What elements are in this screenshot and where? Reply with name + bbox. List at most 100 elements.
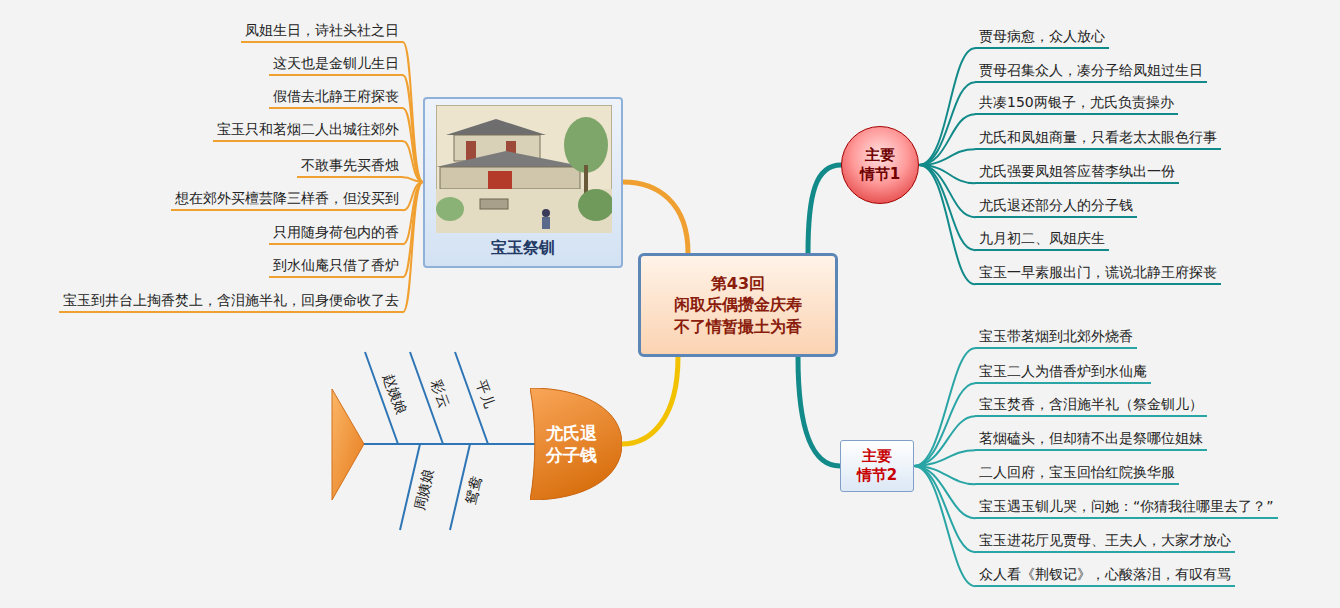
topic-text: 贾母病愈，众人放心 — [979, 27, 1105, 45]
branch-connector — [914, 450, 975, 466]
picture-panel: 宝玉祭钏 — [423, 97, 623, 268]
topic-text: 共凑150两银子，尤氏负责操办 — [979, 93, 1174, 111]
roof — [436, 151, 586, 167]
bone-label: 周姨娘 — [411, 468, 437, 513]
branch-connector — [914, 416, 975, 466]
branch-connector — [919, 82, 975, 165]
topic-text: 九月初二、凤姐庆生 — [979, 229, 1105, 247]
branch-topic: 尤氏强要凤姐答应替李纨出一份 — [975, 162, 1179, 184]
tree — [578, 189, 612, 221]
fish-head-shape — [530, 388, 622, 500]
fish-head: 尤氏退 分子钱 — [530, 388, 622, 500]
topic-text: 众人看《荆钗记》，心酸落泪，有叹有骂 — [979, 565, 1231, 583]
topic-text: 宝玉到井台上掏香焚上，含泪施半礼，回身便命收了去 — [63, 291, 399, 309]
branch-connector — [919, 48, 975, 165]
branch-connector — [403, 177, 423, 182]
branch-topic: 尤氏退还部分人的分子钱 — [975, 196, 1137, 218]
branch-topic: 宝玉到井台上掏香焚上，含泪施半礼，回身便命收了去 — [59, 291, 403, 313]
fish-tail — [332, 389, 364, 500]
branch-connector — [403, 42, 423, 182]
branch-connector — [403, 182, 423, 312]
branch-connector — [914, 383, 975, 466]
branch-connector — [919, 165, 975, 217]
topic-text: 宝玉遇玉钏儿哭，问她：“你猜我往哪里去了？” — [979, 497, 1274, 515]
branch-connector — [403, 108, 423, 182]
branch-box: 主要 情节2 — [840, 440, 914, 492]
branch-connector — [403, 141, 423, 182]
branch-topic: 宝玉焚香，含泪施半礼（祭金钏儿） — [975, 395, 1207, 417]
branch-connector — [914, 466, 975, 552]
branch-topic: 众人看《荆钗记》，心酸落泪，有叹有骂 — [975, 565, 1235, 587]
branch-connector — [623, 182, 688, 253]
topic-text: 不敢事先买香烛 — [301, 156, 399, 174]
topic-text: 假借去北静王府探丧 — [273, 87, 399, 105]
fish-spine — [362, 443, 536, 445]
branch-topic: 共凑150两银子，尤氏负责操办 — [975, 93, 1178, 115]
branch-connector — [919, 149, 975, 165]
branch-topic: 九月初二、凤姐庆生 — [975, 229, 1109, 251]
topic-text: 宝玉祭钏 — [491, 238, 555, 259]
branch-topic: 宝玉二人为借香炉到水仙庵 — [975, 362, 1151, 384]
branch-connector — [808, 165, 841, 253]
branch-topic: 宝玉进花厅见贾母、王夫人，大家才放心 — [975, 531, 1235, 553]
topic-text: 凤姐生日，诗社头社之日 — [245, 21, 399, 39]
bone-label: 赵姨娘 — [379, 371, 409, 416]
bone-label: 鸳鸯 — [463, 474, 486, 505]
topic-text: 尤氏退 分子钱 — [543, 422, 601, 466]
topic-text: 宝玉二人为借香炉到水仙庵 — [979, 362, 1147, 380]
branch-topic: 贾母召集众人，凑分子给凤姐过生日 — [975, 61, 1207, 83]
branch-topic: 贾母病愈，众人放心 — [975, 27, 1109, 49]
bone-label: 彩云 — [427, 378, 452, 410]
topic-text: 尤氏和凤姐商量，只看老太太眼色行事 — [979, 128, 1217, 146]
topic-text: 主要 情节1 — [858, 146, 903, 184]
branch-topic: 宝玉一早素服出门，谎说北静王府探丧 — [975, 263, 1221, 285]
topic-text: 贾母召集众人，凑分子给凤姐过生日 — [979, 61, 1203, 79]
topic-number: 第43回 — [671, 273, 805, 295]
topic-text: 宝玉带茗烟到北郊外烧香 — [979, 327, 1133, 345]
topic-text: 宝玉焚香，含泪施半礼（祭金钏儿） — [979, 395, 1203, 413]
tree-trunk — [584, 165, 588, 195]
topic-text: 主要 情节2 — [855, 447, 900, 485]
topic-text: 宝玉一早素服出门，谎说北静王府探丧 — [979, 263, 1217, 281]
branch-topic: 尤氏和凤姐商量，只看老太太眼色行事 — [975, 128, 1221, 150]
roof — [446, 119, 546, 135]
wall — [440, 167, 580, 189]
figure — [542, 209, 550, 217]
fish-head-outline — [530, 388, 622, 500]
branch-topic: 凤姐生日，诗社头社之日 — [241, 21, 403, 43]
well — [480, 199, 508, 209]
branch-circle: 主要 情节1 — [841, 126, 919, 204]
branch-connector — [914, 466, 975, 586]
tree — [564, 117, 608, 173]
branch-connector — [919, 114, 975, 165]
bone-label: 平儿 — [472, 378, 497, 410]
topic-text: 想在郊外买檀芸降三样香，但没买到 — [175, 189, 399, 207]
gate — [488, 171, 512, 189]
branch-topic: 二人回府，宝玉回怡红院换华服 — [975, 463, 1179, 485]
central-topic: 第43回闲取乐偶攒金庆寿 不了情暂撮土为香 — [638, 253, 838, 357]
branch-connector — [919, 165, 975, 284]
topic-text: 二人回府，宝玉回怡红院换华服 — [979, 463, 1175, 481]
branch-topic: 想在郊外买檀芸降三样香，但没买到 — [171, 189, 403, 211]
bush — [436, 197, 464, 221]
branch-connector — [622, 357, 678, 444]
branch-connector — [919, 165, 975, 250]
branch-topic: 到水仙庵只借了香炉 — [269, 256, 403, 278]
topic-text: 闲取乐偶攒金庆寿 不了情暂撮土为香 — [671, 294, 805, 337]
branch-topic: 宝玉带茗烟到北郊外烧香 — [975, 327, 1137, 349]
branch-topic: 宝玉遇玉钏儿哭，问她：“你猜我往哪里去了？” — [975, 497, 1278, 519]
topic-text: 宝玉进花厅见贾母、王夫人，大家才放心 — [979, 531, 1231, 549]
branch-connector — [403, 75, 423, 182]
door — [466, 141, 476, 161]
topic-text: 茗烟磕头，但却猜不出是祭哪位姐妹 — [979, 429, 1203, 447]
figure — [542, 217, 550, 229]
illustration — [436, 105, 612, 233]
branch-topic: 假借去北静王府探丧 — [269, 87, 403, 109]
topic-text: 宝玉只和茗烟二人出城往郊外 — [217, 120, 399, 138]
branch-topic: 不敢事先买香烛 — [297, 156, 403, 178]
topic-text: 这天也是金钏儿生日 — [273, 54, 399, 72]
branch-connector — [914, 348, 975, 466]
branch-topic: 宝玉只和茗烟二人出城往郊外 — [213, 120, 403, 142]
topic-text: 尤氏退还部分人的分子钱 — [979, 196, 1133, 214]
